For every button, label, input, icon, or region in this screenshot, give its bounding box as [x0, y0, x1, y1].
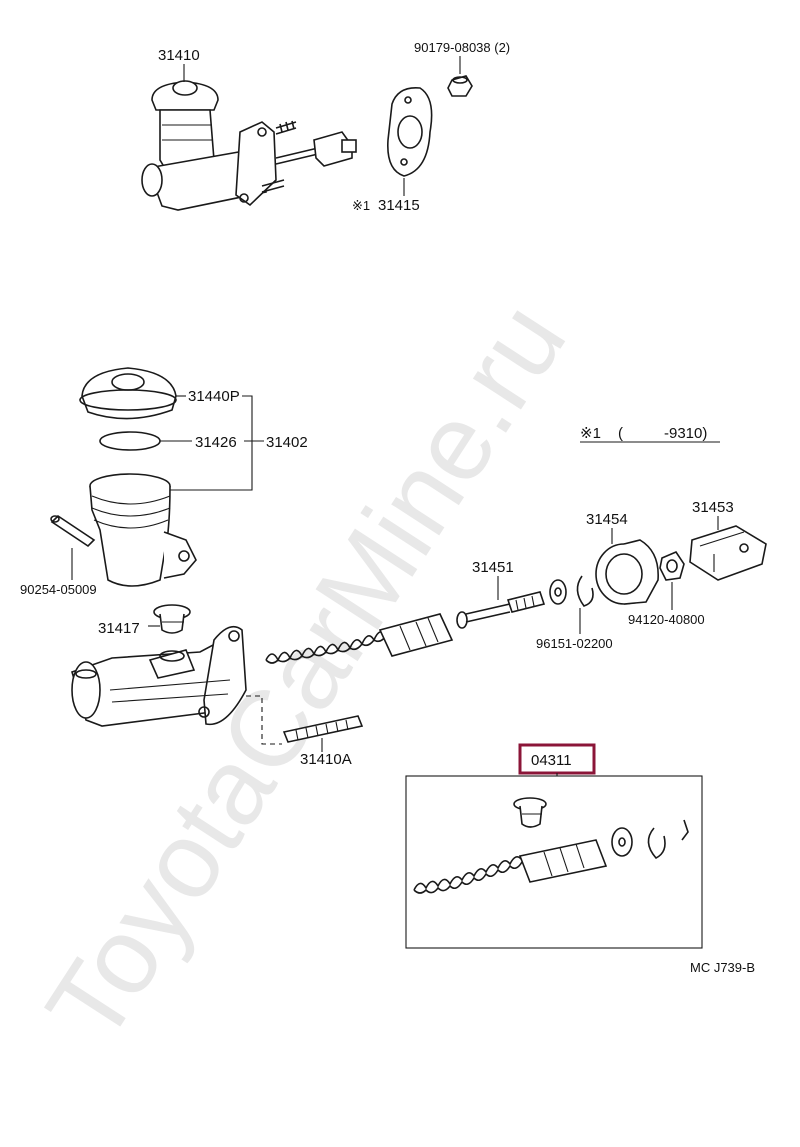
push-rod-part[interactable] — [456, 591, 546, 629]
label-31415: 31415 — [378, 197, 420, 214]
label-31451: 31451 — [472, 559, 514, 576]
kit-highlight-box[interactable] — [518, 743, 596, 775]
diagram-code: MC J739-B — [690, 960, 755, 975]
label-31402: 31402 — [266, 434, 308, 451]
label-31410a: 31410A — [300, 751, 352, 768]
label-31426: 31426 — [195, 434, 237, 451]
reservoir-part[interactable] — [89, 473, 197, 587]
kit-box — [405, 775, 703, 949]
boot-part[interactable] — [595, 539, 659, 605]
grommet-part[interactable] — [153, 604, 191, 634]
label-31453: 31453 — [692, 499, 734, 516]
label-snap-ring: 96151-02200 — [536, 636, 613, 651]
note-range-open: ( — [618, 425, 623, 442]
label-04311: 04311 — [531, 752, 572, 769]
nut-part[interactable] — [447, 75, 473, 97]
reservoir-cap-part[interactable] — [79, 367, 177, 420]
label-31440p: 31440P — [188, 388, 240, 405]
note-marker-31415: ※1 — [352, 198, 370, 213]
pin-part[interactable] — [50, 514, 96, 548]
note-marker: ※1 — [580, 425, 601, 442]
label-31410: 31410 — [158, 47, 200, 64]
clevis-nut-part[interactable] — [659, 551, 685, 581]
stud-part[interactable] — [282, 715, 364, 743]
gasket-part[interactable] — [387, 87, 433, 177]
label-nut: 90179-08038 (2) — [414, 40, 510, 55]
kit-grommet-part[interactable] — [513, 797, 547, 828]
snap-ring-part[interactable] — [549, 575, 594, 607]
cylinder-body-part[interactable] — [71, 625, 247, 727]
kit-washer-part[interactable] — [611, 827, 633, 857]
label-clevis-nut: 94120-40800 — [628, 612, 705, 627]
kit-snap-ring-part[interactable] — [647, 819, 689, 859]
cap-seal-part[interactable] — [99, 431, 161, 451]
clevis-part[interactable] — [689, 525, 767, 581]
label-31454: 31454 — [586, 511, 628, 528]
note-range-end: -9310) — [664, 425, 707, 442]
label-31417: 31417 — [98, 620, 140, 637]
label-pin: 90254-05009 — [20, 582, 97, 597]
master-cylinder-assembly[interactable] — [141, 80, 357, 211]
spring-piston-part[interactable] — [265, 613, 454, 664]
kit-spring-piston-part[interactable] — [413, 839, 608, 894]
